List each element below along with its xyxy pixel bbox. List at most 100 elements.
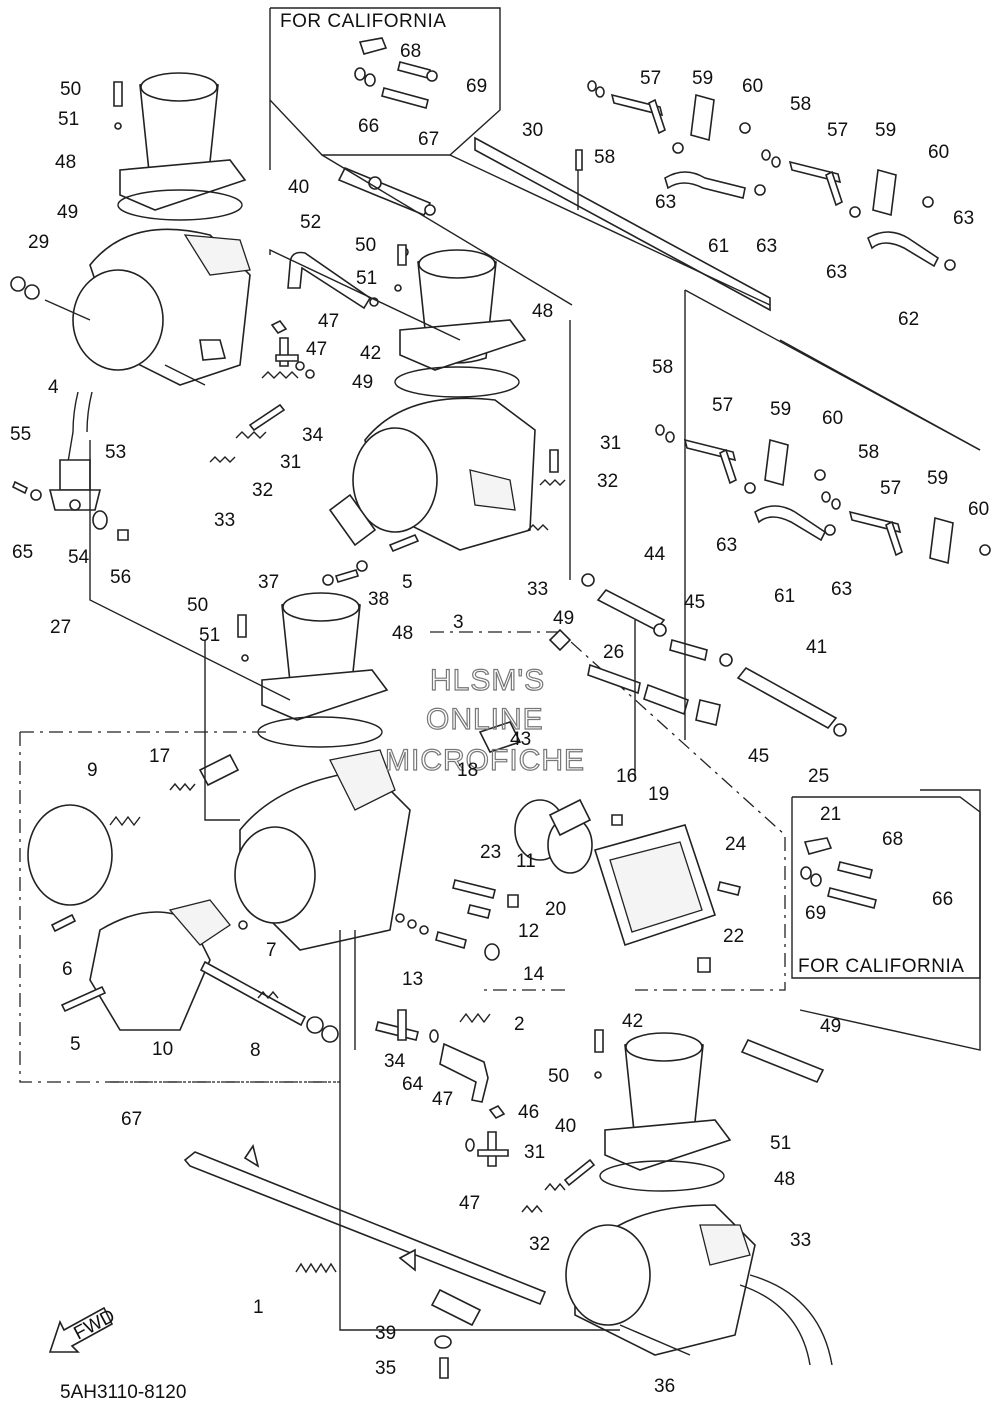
callout-33: 33 — [214, 510, 235, 531]
callout-42: 42 — [622, 1011, 643, 1032]
leader-lines — [89, 100, 981, 1331]
callout-13: 13 — [402, 969, 423, 990]
carburetor-center — [328, 244, 536, 553]
callout-34: 34 — [302, 425, 324, 446]
callout-37: 37 — [258, 572, 279, 593]
throttle-body-parts — [478, 721, 741, 973]
center-small-parts — [322, 449, 566, 586]
callout-22: 22 — [723, 926, 744, 947]
callout-21: 21 — [820, 804, 841, 825]
callout-63: 63 — [953, 208, 974, 229]
fwd-arrow-icon: FWD — [48, 1306, 119, 1353]
callout-60: 60 — [742, 76, 763, 97]
callout-61: 61 — [774, 586, 795, 607]
callout-45: 45 — [748, 746, 769, 767]
callout-50: 50 — [548, 1066, 569, 1087]
callout-63: 63 — [655, 192, 676, 213]
mounting-rail — [474, 80, 771, 312]
callout-48: 48 — [55, 152, 76, 173]
callout-61: 61 — [708, 236, 729, 257]
callout-58: 58 — [594, 147, 615, 168]
carburetor-bottom-right — [521, 1029, 833, 1366]
assembly-2-box — [19, 631, 786, 1083]
callout-64: 64 — [402, 1074, 424, 1095]
callout-56: 56 — [110, 567, 131, 588]
callout-3: 3 — [453, 612, 464, 633]
sync-bridge-40-top — [337, 166, 436, 217]
callout-40: 40 — [288, 177, 309, 198]
callout-51: 51 — [770, 1133, 791, 1154]
callout-57: 57 — [880, 478, 901, 499]
california-box-right-title: FOR CALIFORNIA — [798, 956, 964, 977]
callout-30: 30 — [522, 120, 543, 141]
callout-51: 51 — [58, 109, 79, 130]
fwd-label: FWD — [70, 1306, 118, 1345]
callout-1: 1 — [253, 1297, 264, 1318]
carburetor-top-left — [10, 72, 251, 386]
callout-55: 55 — [10, 424, 31, 445]
callout-49: 49 — [820, 1016, 841, 1037]
callout-47: 47 — [432, 1089, 453, 1110]
callout-60: 60 — [928, 142, 949, 163]
callout-44: 44 — [644, 544, 666, 565]
callout-8: 8 — [250, 1040, 261, 1061]
callout-24: 24 — [725, 834, 747, 855]
callout-47: 47 — [306, 339, 327, 360]
callout-65: 65 — [12, 542, 33, 563]
watermark-line-2: ONLINE — [426, 703, 544, 736]
callout-68: 68 — [400, 41, 421, 62]
callout-68: 68 — [882, 829, 903, 850]
callout-58: 58 — [858, 442, 879, 463]
callout-32: 32 — [252, 480, 273, 501]
callout-59: 59 — [692, 68, 713, 89]
callout-12: 12 — [518, 921, 539, 942]
diagram-code: 5AH3110-8120 — [60, 1382, 186, 1403]
callout-57: 57 — [827, 120, 848, 141]
callout-35: 35 — [375, 1358, 396, 1379]
california-box-right: FOR CALIFORNIA — [791, 796, 981, 979]
lower-bracket — [183, 1144, 547, 1379]
callout-58: 58 — [652, 357, 673, 378]
callout-63: 63 — [716, 535, 737, 556]
callout-20: 20 — [545, 899, 566, 920]
callout-47: 47 — [459, 1193, 480, 1214]
callout-32: 32 — [597, 471, 618, 492]
callout-4: 4 — [48, 377, 59, 398]
callout-49: 49 — [553, 608, 574, 629]
callout-6: 6 — [62, 959, 73, 980]
callout-66: 66 — [358, 116, 379, 137]
callout-62: 62 — [898, 309, 919, 330]
callout-52: 52 — [300, 212, 321, 233]
callout-14: 14 — [523, 964, 545, 985]
callout-59: 59 — [875, 120, 896, 141]
callout-29: 29 — [28, 232, 49, 253]
callout-26: 26 — [603, 642, 624, 663]
callout-59: 59 — [770, 399, 791, 420]
watermark-line-3: MICROFICHE — [385, 744, 585, 777]
california-box-top: FOR CALIFORNIA — [269, 7, 501, 156]
callout-10: 10 — [152, 1039, 173, 1060]
callout-69: 69 — [466, 76, 487, 97]
callout-58: 58 — [790, 94, 811, 115]
carburetor-assembly-2 — [27, 592, 519, 1043]
callout-5: 5 — [402, 572, 413, 593]
callout-47: 47 — [318, 311, 339, 332]
callout-17: 17 — [149, 746, 170, 767]
callout-31: 31 — [600, 433, 621, 454]
callout-9: 9 — [87, 760, 98, 781]
california-box-top-title: FOR CALIFORNIA — [280, 11, 446, 32]
left-cluster-parts — [209, 319, 315, 463]
callout-39: 39 — [375, 1323, 396, 1344]
throttle-sensor-53 — [11, 391, 129, 541]
callout-40: 40 — [555, 1116, 576, 1137]
callout-67: 67 — [418, 129, 439, 150]
callout-53: 53 — [105, 442, 126, 463]
watermark-line-1: HLSM'S — [430, 664, 545, 697]
callout-7: 7 — [266, 940, 277, 961]
callout-31: 31 — [524, 1142, 545, 1163]
callout-36: 36 — [654, 1376, 675, 1397]
callout-59: 59 — [927, 468, 948, 489]
callout-38: 38 — [368, 589, 389, 610]
